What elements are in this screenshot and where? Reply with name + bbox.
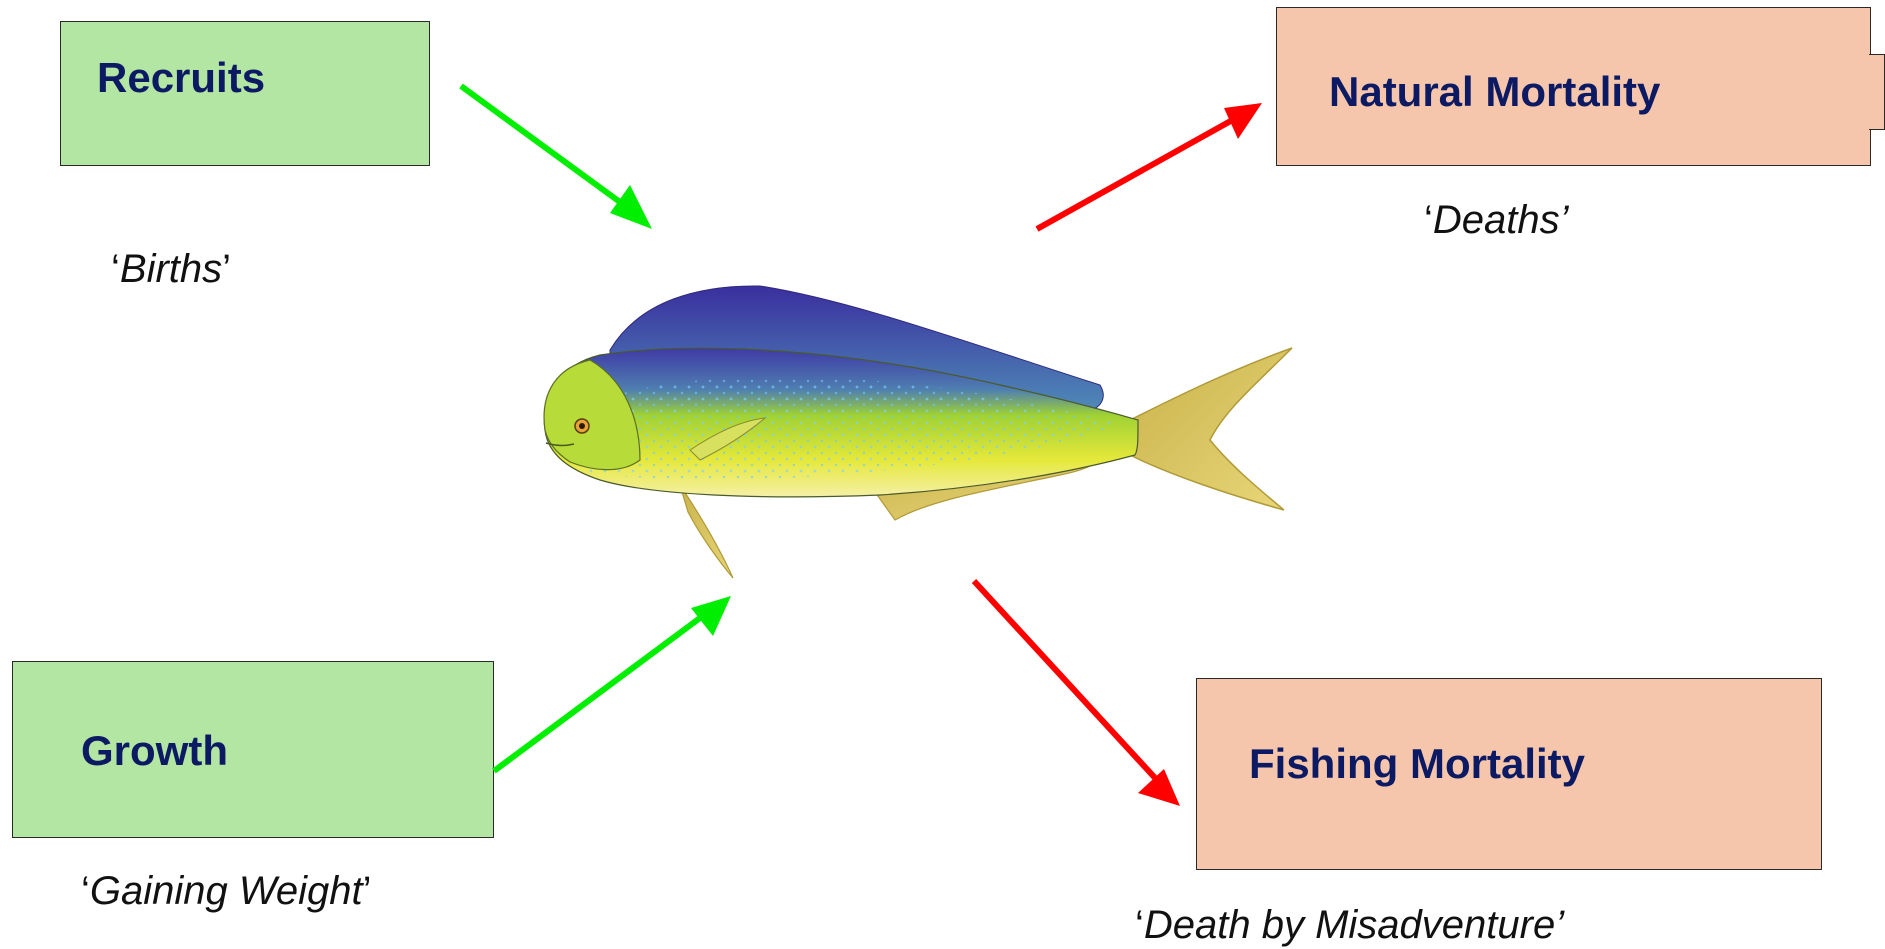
- fish-tail: [1130, 348, 1292, 510]
- natural-mortality-arrow: [1037, 103, 1262, 229]
- fish-illustration: [544, 286, 1292, 578]
- growth-arrow: [494, 596, 731, 771]
- fishing-mortality-arrow: [974, 581, 1180, 806]
- recruits-arrow: [461, 86, 652, 229]
- fish-pelvic-fin: [680, 485, 733, 578]
